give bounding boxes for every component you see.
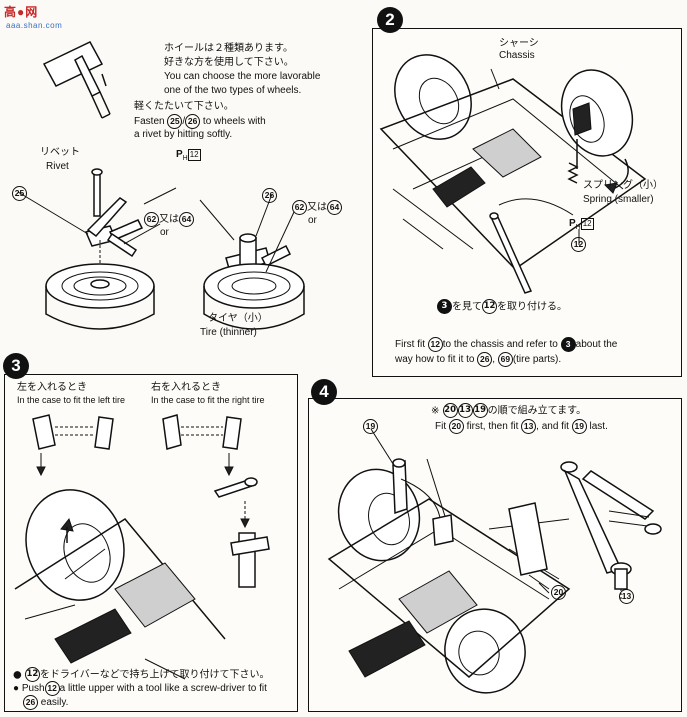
right-case-jp: 右を入れるとき [151, 382, 221, 393]
step1-text-en-2: one of the two types of wheels. [164, 85, 302, 96]
label-26: 26 [262, 188, 277, 203]
label-19: 19 [363, 419, 378, 434]
rivet-label-jp: リベット [40, 147, 80, 158]
step3-note3: 26 easily. [23, 695, 68, 710]
left-case-jp: 左を入れるとき [17, 382, 87, 393]
step4-number-badge: 4 [311, 379, 337, 405]
step1-text-jp-3: 軽くたたいて下さい。 [134, 101, 234, 112]
watermark-url: aaa.shan.com [6, 21, 63, 30]
step1-fasten-line2: a rivet by hitting softly. [134, 129, 233, 140]
step1-panel: ホイールは２種類あります。 好きな方を使用して下さい。 You can choo… [4, 28, 366, 344]
tire-label-jp: タイヤ（小） [208, 313, 268, 324]
step2-way-line: way how to fit it to 26, 69(tire parts). [395, 352, 562, 367]
step1-fasten-suffix: to wheels with [202, 116, 266, 128]
spring-label-jp: スプリング（小） [583, 180, 663, 191]
label-or-right: or [308, 215, 317, 226]
step1-fasten-line: Fasten 25/26 to wheels with [134, 114, 266, 129]
chassis-assembly-illustration [327, 428, 662, 694]
label-20: 20 [551, 585, 566, 600]
step2-number-badge: 2 [377, 7, 403, 33]
left-case-en: In the case to fit the left tire [17, 395, 126, 405]
label-or-left: or [160, 227, 169, 238]
step1-text-jp-2: 好きな方を使用して下さい。 [164, 57, 294, 68]
step1-text-en-1: You can choose the more lavorable [164, 71, 321, 82]
label-13: 13 [619, 589, 634, 604]
right-case-en: In the case to fit the right tire [151, 395, 265, 405]
step3-number-badge: 3 [3, 353, 29, 379]
watermark-logo: 高●网 [4, 5, 39, 19]
chassis-illustration [379, 54, 647, 294]
rivet-label-en: Rivet [46, 161, 69, 172]
step1-text-jp-1: ホイールは２種類あります。 [164, 43, 293, 54]
step1-fasten-prefix: Fasten [134, 116, 165, 128]
spring-label-en: Spring (smaller) [583, 194, 654, 205]
step3-panel: 3 左を入れるとき In the case to fit the left ti… [3, 353, 298, 712]
part-26-badge: 26 [185, 114, 201, 129]
chassis-label-en: Chassis [499, 50, 535, 61]
chassis-label-jp: シャーシ [499, 38, 539, 49]
wheel-assembly-illustration [17, 168, 305, 330]
hammer-icon [42, 41, 111, 119]
tire-orientation-illustration [14, 414, 270, 680]
tire-label-en: Tire (thinner) [200, 327, 257, 338]
step4-text-en: Fit 20 first, then fit 13, and fit 19 la… [435, 419, 608, 434]
part-25-badge: 25 [167, 114, 183, 129]
label-12: 12 [571, 237, 586, 252]
step2-panel: 2 シャーシ Chassis スプリング（小） Spring (smaller)… [372, 7, 682, 377]
